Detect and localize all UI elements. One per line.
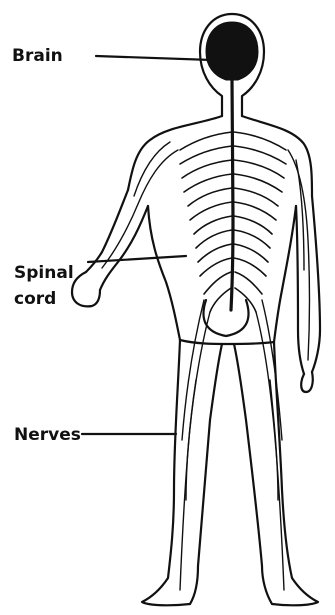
- leader-lines: [82, 56, 212, 434]
- brain-shape: [206, 22, 258, 80]
- torso-left-outline: [148, 206, 180, 340]
- spinal-cord-label-line2: cord: [14, 287, 56, 311]
- brain-label: Brain: [12, 44, 63, 68]
- nerves-label: Nerves: [14, 423, 81, 447]
- spinal-cord-leader-line: [88, 256, 186, 262]
- right-hand-outline: [301, 372, 313, 392]
- spinal-cord-label-line1: Spinal: [14, 261, 74, 285]
- brain-leader-line: [96, 56, 212, 60]
- left-hand-outline: [72, 272, 100, 306]
- left-arm-outline: [86, 190, 148, 290]
- buttocks-outline: [203, 300, 248, 336]
- spinal-cord-line: [231, 80, 233, 310]
- left-leg-outline: [142, 340, 222, 605]
- torso-right-outline: [274, 206, 296, 342]
